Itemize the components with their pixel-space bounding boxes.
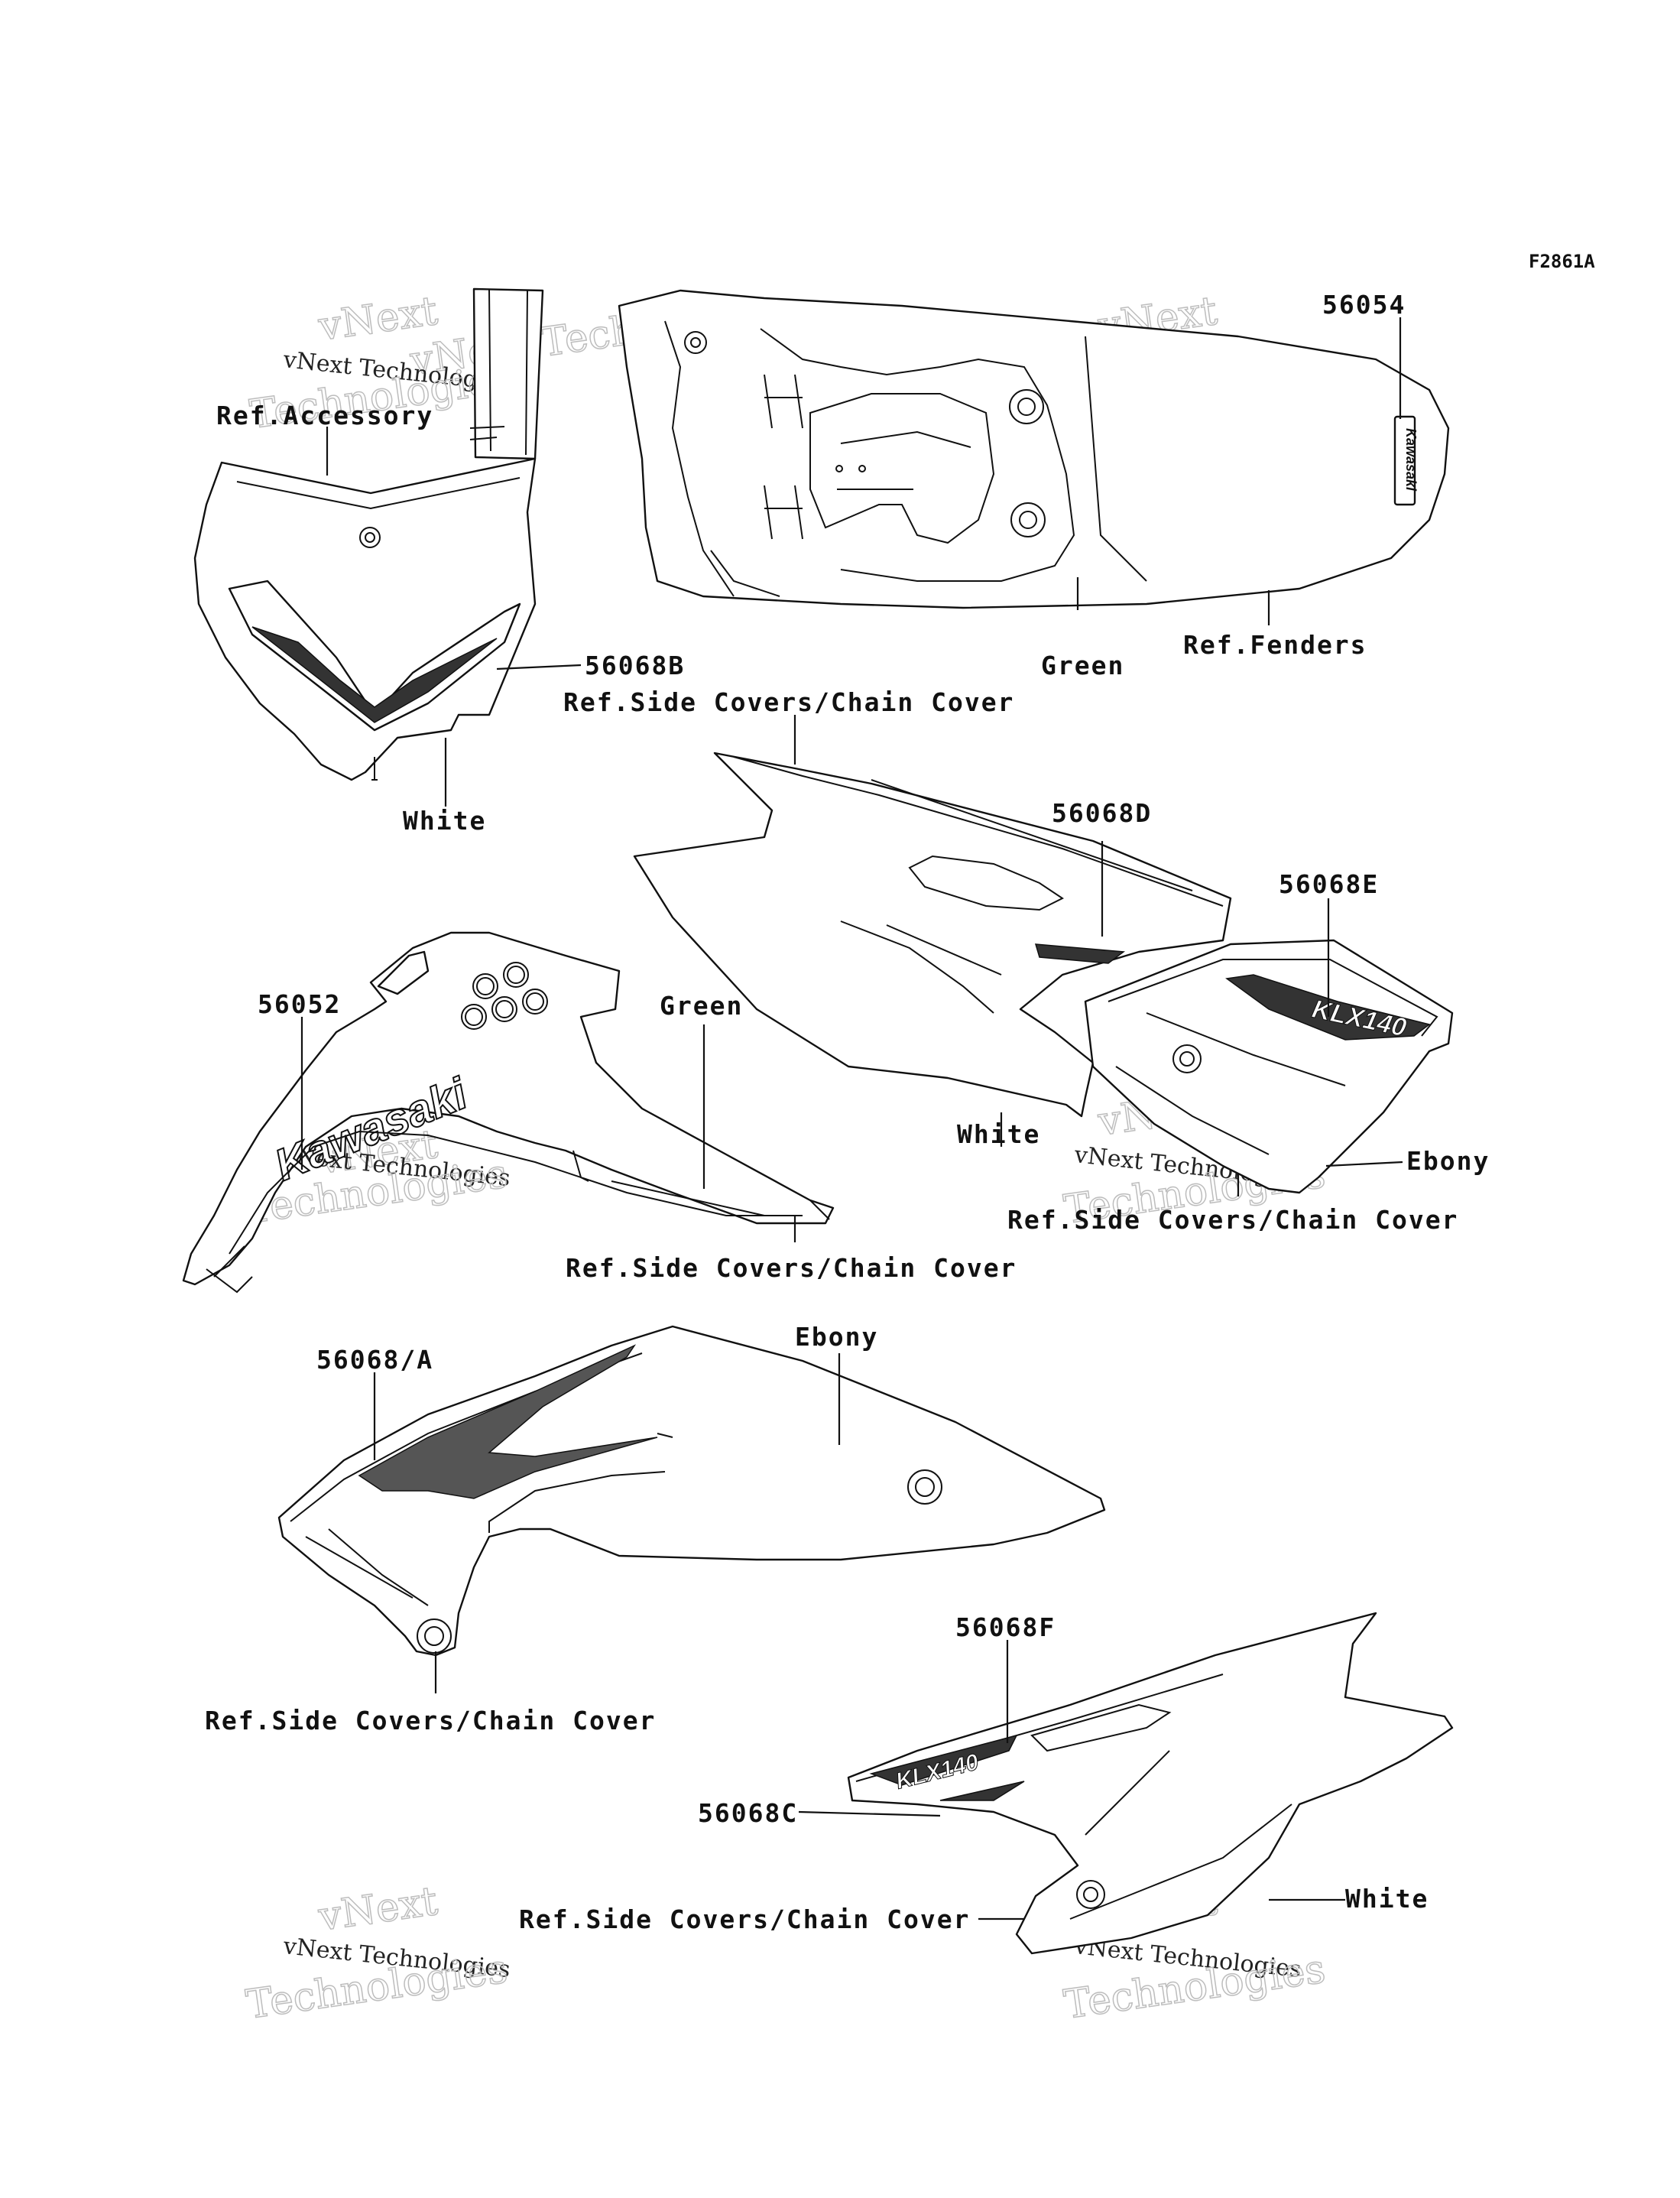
- label-56068e: 56068E: [1279, 869, 1379, 899]
- label-ref-fenders: Ref.Fenders: [1183, 630, 1367, 660]
- leader-lines: [300, 317, 1403, 1920]
- label-white-plate: White: [403, 806, 486, 836]
- label-ebony-shroud: Ebony: [795, 1322, 878, 1352]
- label-56068a: 56068/A: [316, 1345, 433, 1375]
- lower-side-cover-white[interactable]: KLX140: [847, 1612, 1454, 1955]
- label-green-shroud: Green: [660, 991, 743, 1021]
- label-white-bottom: White: [1345, 1884, 1429, 1914]
- label-56068b: 56068B: [585, 651, 685, 680]
- label-ref-side-covers-left: Ref.Side Covers/Chain Cover: [205, 1706, 656, 1735]
- label-ref-side-covers-right: Ref.Side Covers/Chain Cover: [1007, 1205, 1458, 1235]
- right-side-cover-ebony[interactable]: KLX140: [1084, 939, 1454, 1194]
- callout-labels: 56054 Ref.Accessory Green Ref.Fenders 56…: [205, 290, 1490, 1934]
- upper-side-cover[interactable]: [633, 752, 1232, 1118]
- label-56068c: 56068C: [698, 1798, 798, 1828]
- front-number-plate[interactable]: [193, 287, 544, 781]
- label-56068f: 56068F: [955, 1612, 1056, 1642]
- watermark-bottom-left: vNext vNext Technologies Technologies: [243, 1878, 511, 2029]
- watermark-text: vNext: [315, 1878, 440, 1940]
- label-green-fender: Green: [1041, 651, 1124, 680]
- rear-fender[interactable]: Kawasaki: [618, 289, 1450, 609]
- diagram-code: F2861A: [1529, 251, 1595, 272]
- label-ebony-right: Ebony: [1406, 1146, 1490, 1176]
- label-ref-side-covers-mid: Ref.Side Covers/Chain Cover: [566, 1253, 1017, 1283]
- label-white-cover: White: [957, 1119, 1040, 1149]
- label-ref-accessory: Ref.Accessory: [216, 401, 433, 430]
- main-shroud-ebony[interactable]: [277, 1325, 1106, 1657]
- label-ref-side-covers-top: Ref.Side Covers/Chain Cover: [563, 687, 1014, 717]
- label-56068d: 56068D: [1052, 798, 1152, 828]
- label-56054: 56054: [1322, 290, 1406, 320]
- label-56052: 56052: [258, 989, 341, 1019]
- fender-kawasaki-logo: Kawasaki: [1403, 428, 1419, 492]
- label-ref-side-covers-bottom: Ref.Side Covers/Chain Cover: [519, 1904, 970, 1934]
